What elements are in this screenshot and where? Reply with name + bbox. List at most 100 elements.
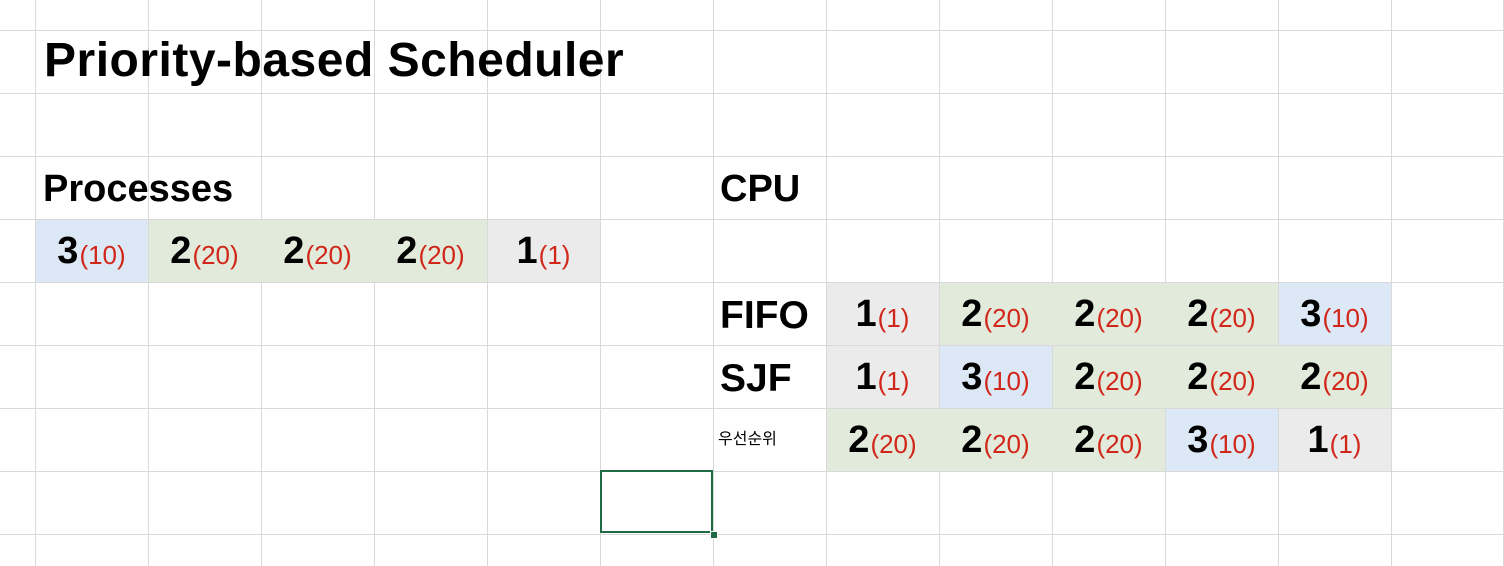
process-cell[interactable]: 2(20) [374,220,487,282]
active-cell-selection[interactable] [600,470,713,533]
cell-fill [1279,283,1391,345]
gridline [0,345,1504,346]
gridline [148,0,149,566]
schedule-cell[interactable]: 1(1) [1278,409,1391,471]
process-priority: (20) [1096,366,1143,396]
cell-fill [149,220,487,282]
process-priority: (1) [877,303,910,333]
process-priority: (20) [983,303,1030,333]
gridline [826,0,827,566]
cell-fill [1053,346,1391,408]
schedule-cell[interactable]: 2(20) [1278,346,1391,408]
cell-fill [488,220,600,282]
process-id: 2 [396,230,418,272]
cell-fill [1279,409,1391,471]
process-priority: (1) [877,366,910,396]
process-priority: (10) [1322,303,1369,333]
process-priority: (20) [1096,429,1143,459]
schedule-label-fifo[interactable]: FIFO [720,294,809,337]
schedule-cell[interactable]: 3(10) [1278,283,1391,345]
processes-header[interactable]: Processes [43,168,234,210]
schedule-cell[interactable]: 3(10) [1165,409,1278,471]
gridline [939,0,940,566]
process-id: 2 [1074,293,1096,335]
process-id: 2 [1300,356,1322,398]
cell-fill [827,346,939,408]
gridline [0,471,1504,472]
gridline [261,0,262,566]
schedule-cell[interactable]: 2(20) [826,409,939,471]
process-id: 1 [516,230,538,272]
gridline [0,93,1504,94]
process-id: 2 [1074,419,1096,461]
gridline [35,0,36,566]
process-priority: (20) [192,240,239,270]
process-id: 1 [855,356,877,398]
schedule-cell[interactable]: 2(20) [939,409,1052,471]
gridline [600,0,601,566]
process-id: 2 [961,419,983,461]
process-priority: (10) [79,240,126,270]
schedule-cell[interactable]: 2(20) [1052,283,1165,345]
gridline [0,534,1504,535]
schedule-cell[interactable]: 2(20) [1165,346,1278,408]
schedule-cell[interactable]: 1(1) [826,283,939,345]
gridline [0,282,1504,283]
process-priority: (10) [1209,429,1256,459]
process-priority: (10) [983,366,1030,396]
process-id: 1 [855,293,877,335]
process-id: 2 [1074,356,1096,398]
cell-fill [1166,409,1278,471]
process-id: 2 [283,230,305,272]
schedule-label-priority[interactable]: 우선순위 [718,429,777,448]
schedule-cell[interactable]: 2(20) [1052,346,1165,408]
process-priority: (20) [1322,366,1369,396]
cell-fill [827,409,1165,471]
process-id: 2 [961,293,983,335]
schedule-label-sjf[interactable]: SJF [720,357,792,400]
process-id: 3 [961,356,983,398]
schedule-cell[interactable]: 3(10) [939,346,1052,408]
gridline [0,156,1504,157]
process-priority: (20) [1209,303,1256,333]
gridline [0,30,1504,31]
process-cell[interactable]: 2(20) [261,220,374,282]
process-priority: (1) [1329,429,1362,459]
gridline [0,219,1504,220]
process-id: 2 [848,419,870,461]
gridline [487,0,488,566]
cpu-header[interactable]: CPU [720,168,801,210]
cell-fill [940,346,1052,408]
process-priority: (20) [1096,303,1143,333]
schedule-cell[interactable]: 2(20) [1165,283,1278,345]
process-cell[interactable]: 2(20) [148,220,261,282]
gridline [1391,0,1392,566]
gridline [1278,0,1279,566]
gridline [713,0,714,566]
process-id: 3 [1187,419,1209,461]
process-id: 3 [1300,293,1322,335]
fill-handle[interactable] [710,531,718,539]
process-cell[interactable]: 1(1) [487,220,600,282]
process-priority: (20) [983,429,1030,459]
process-id: 3 [57,230,79,272]
schedule-cell[interactable]: 1(1) [826,346,939,408]
process-id: 2 [170,230,192,272]
process-id: 2 [1187,293,1209,335]
process-priority: (1) [538,240,571,270]
schedule-cell[interactable]: 2(20) [939,283,1052,345]
cell-fill [36,220,148,282]
schedule-cell[interactable]: 2(20) [1052,409,1165,471]
process-priority: (20) [1209,366,1256,396]
gridline [374,0,375,566]
process-id: 1 [1307,419,1329,461]
gridline [0,408,1504,409]
process-priority: (20) [305,240,352,270]
cell-fill [827,283,939,345]
process-priority: (20) [870,429,917,459]
process-id: 2 [1187,356,1209,398]
cell-fill [940,283,1278,345]
process-cell[interactable]: 3(10) [35,220,148,282]
page-title[interactable]: Priority-based Scheduler [44,34,625,87]
process-priority: (20) [418,240,465,270]
